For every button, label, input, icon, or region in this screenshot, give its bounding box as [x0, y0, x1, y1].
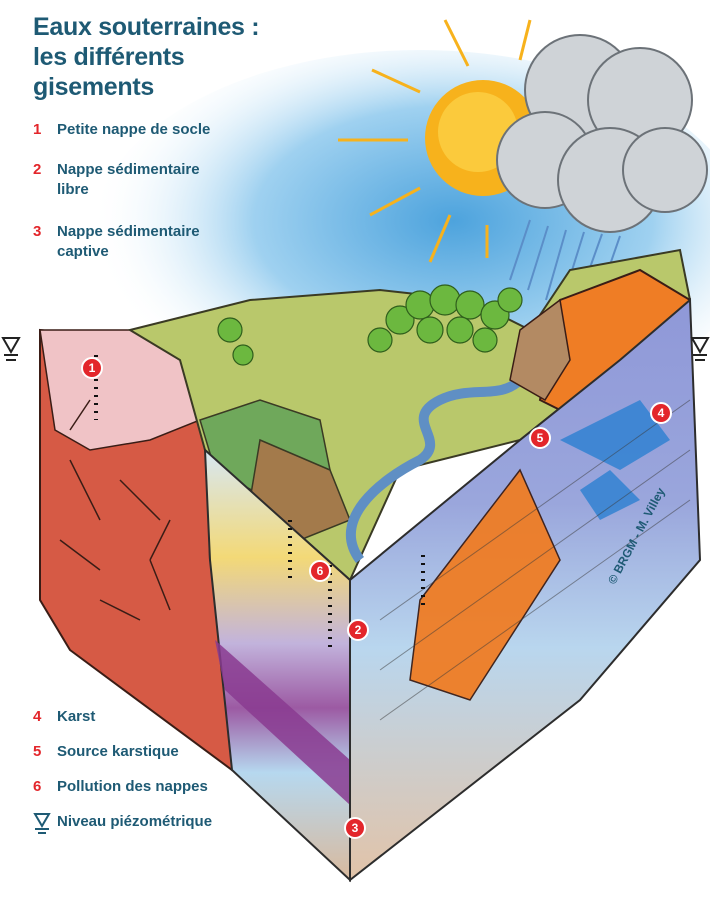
legend-item-3: 3 Nappe sédimentaire captive — [33, 222, 217, 262]
legend-label: Petite nappe de socle — [57, 121, 211, 138]
marker-3: 3 — [344, 817, 366, 839]
legend-number: 6 — [33, 778, 42, 795]
legend-number: 4 — [33, 708, 42, 725]
sedimentary-layers-front — [203, 447, 351, 883]
svg-text:3: 3 — [352, 821, 359, 835]
legend-item-4: 4 Karst — [33, 707, 217, 727]
legend-item-5: 5 Source karstique — [33, 742, 217, 762]
marker-4: 4 — [650, 402, 672, 424]
piezometric-level-icon — [33, 812, 57, 840]
legend-number: 5 — [33, 743, 42, 760]
rain — [509, 219, 621, 301]
svg-text:1: 1 — [89, 361, 96, 375]
rain-cloud — [496, 34, 708, 233]
svg-text:2: 2 — [355, 623, 362, 637]
legend-label: Nappe sédimentaire captive — [57, 223, 200, 260]
svg-text:6: 6 — [317, 564, 324, 578]
svg-text:5: 5 — [537, 431, 544, 445]
marker-5: 5 — [529, 427, 551, 449]
piezometric-level-icon — [690, 337, 710, 361]
pollution-wells — [94, 355, 425, 650]
marker-1: 1 — [81, 357, 103, 379]
legend-number: 3 — [33, 223, 42, 240]
legend-label: Niveau piézométrique — [57, 813, 213, 830]
legend-item-piezometric: Niveau piézométrique — [33, 812, 217, 840]
svg-text:4: 4 — [658, 406, 665, 420]
legend-number: 2 — [33, 161, 42, 178]
marker-2: 2 — [347, 619, 369, 641]
sun-rays — [338, 19, 532, 263]
legend-label: Source karstique — [57, 743, 179, 760]
forest — [217, 284, 523, 366]
legend-item-2: 2 Nappe sédimentaire libre — [33, 160, 217, 200]
river — [345, 376, 524, 563]
piezometric-level-icon — [1, 337, 21, 361]
legend-label: Karst — [57, 708, 96, 725]
legend-item-6: 6 Pollution des nappes — [33, 777, 217, 797]
legend-number: 1 — [33, 121, 42, 138]
legend-label: Nappe sédimentaire libre — [57, 161, 200, 198]
page-title: Eaux souterraines : les différents gisem… — [33, 13, 260, 101]
legend-item-1: 1 Petite nappe de socle — [33, 120, 217, 140]
marker-6: 6 — [309, 560, 331, 582]
legend-label: Pollution des nappes — [57, 778, 208, 795]
